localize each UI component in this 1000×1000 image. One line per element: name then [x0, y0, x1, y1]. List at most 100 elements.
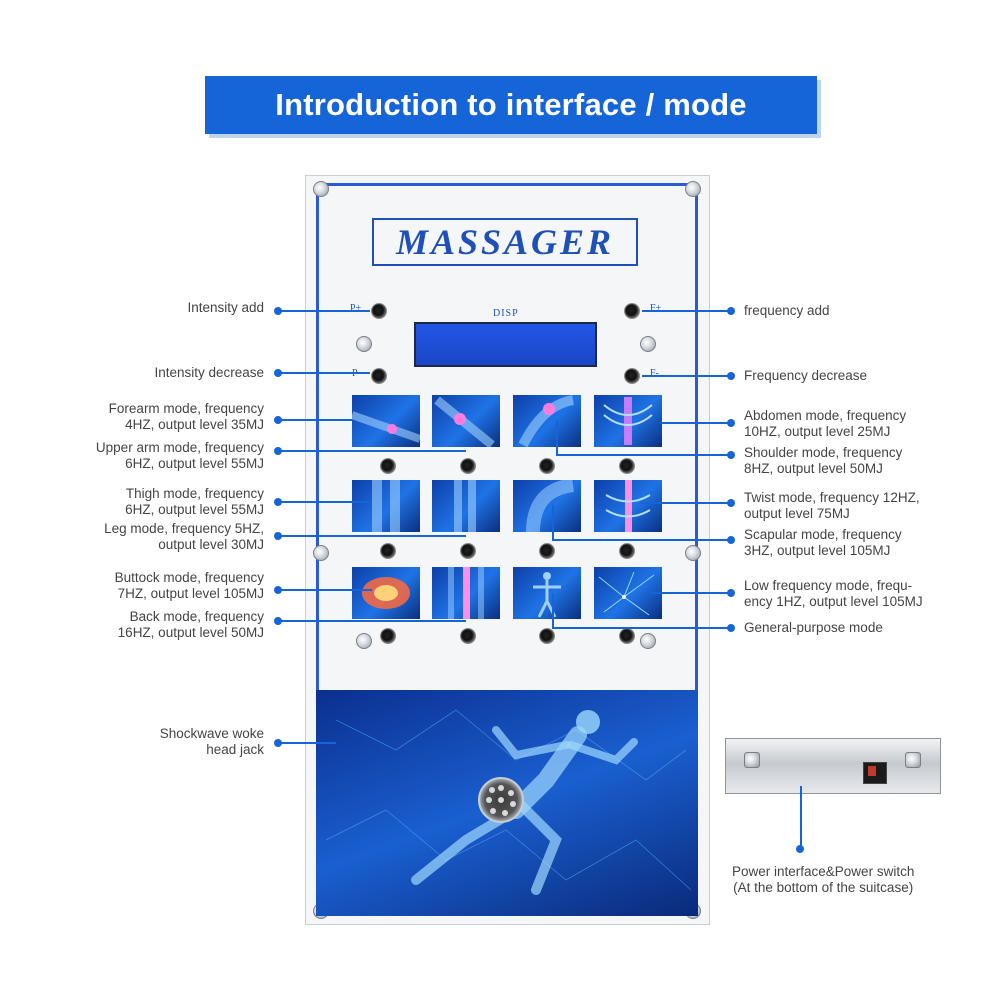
callout-line [552, 627, 730, 629]
callout-line [552, 593, 554, 628]
screw-icon [356, 633, 372, 649]
forearm-mode-image [352, 395, 420, 447]
leg-mode-button[interactable] [460, 543, 476, 559]
screw-icon [356, 336, 372, 352]
brand-text: MASSAGER [395, 222, 615, 262]
callout-dot [727, 419, 735, 427]
page-title: Introduction to interface / mode [275, 87, 747, 122]
abdomen-front-mode-image [513, 395, 581, 447]
f-plus-label: F+ [650, 303, 662, 314]
callout-dot [274, 617, 282, 625]
jack-pin [502, 810, 508, 816]
jack-pin [489, 787, 495, 793]
callout-line [280, 589, 372, 591]
jack-pin [510, 801, 516, 807]
callout-line [280, 535, 466, 537]
callout-line [280, 742, 336, 744]
callout-dot [274, 369, 282, 377]
jack-pin [490, 808, 496, 814]
power-interface-label: Power interface&Power switch(At the bott… [732, 864, 915, 895]
abdomen-mode-button[interactable] [619, 458, 635, 474]
jack-pin [486, 797, 492, 803]
callout-dot [274, 447, 282, 455]
callout-dot [727, 536, 735, 544]
twist-mode-label: Twist mode, frequency 12HZ,output level … [744, 490, 920, 521]
lcd-display [414, 322, 597, 367]
shockwave-head-jack[interactable] [478, 777, 524, 823]
callout-dot [727, 589, 735, 597]
bottom-graphic-panel [316, 690, 698, 916]
callout-line [552, 539, 730, 541]
scapular-mode-image [513, 480, 581, 532]
screw-icon [685, 545, 701, 561]
scapular-mode-button[interactable] [539, 543, 555, 559]
frequency-decrease-label: Frequency decrease [744, 368, 868, 383]
callout-line [556, 454, 730, 456]
jack-pin [498, 797, 504, 803]
callout-line [642, 310, 730, 312]
abdomen-mode-image [594, 395, 662, 447]
p-minus-label: P- [352, 368, 361, 379]
callout-dot [274, 307, 282, 315]
screw-icon [313, 181, 329, 197]
callout-line [280, 419, 352, 421]
callout-dot [727, 307, 735, 315]
buttock-mode-button[interactable] [380, 628, 396, 644]
forearm-mode-button[interactable] [380, 458, 396, 474]
brand-logo: MASSAGER [372, 218, 638, 266]
upper-arm-mode-button[interactable] [460, 458, 476, 474]
callout-line [280, 450, 466, 452]
general-purpose-mode-button[interactable] [539, 628, 555, 644]
frequency-add-button[interactable] [624, 303, 640, 319]
power-switch-indicator [868, 766, 876, 776]
twist-mode-button[interactable] [619, 543, 635, 559]
intensity-decrease-button[interactable] [371, 368, 387, 384]
latch-icon [905, 752, 921, 768]
f-minus-label: F- [650, 368, 659, 379]
title-banner: Introduction to interface / mode [205, 76, 817, 134]
jack-pin [508, 790, 514, 796]
screw-icon [685, 181, 701, 197]
callout-dot [274, 532, 282, 540]
callout-dot [727, 372, 735, 380]
callout-dot [274, 498, 282, 506]
callout-line [642, 375, 730, 377]
thigh-mode-button[interactable] [380, 543, 396, 559]
upper-arm-mode-image [432, 395, 500, 447]
leg-mode-label: Leg mode, frequency 5HZ,output level 30M… [104, 521, 264, 552]
low-frequency-mode-button[interactable] [619, 628, 635, 644]
callout-dot [727, 499, 735, 507]
callout-line [552, 505, 554, 540]
jack-pin [498, 785, 504, 791]
back-mode-button[interactable] [460, 628, 476, 644]
callout-line [800, 786, 802, 848]
back-mode-image [432, 567, 500, 619]
callout-line [280, 310, 370, 312]
thigh-mode-image [352, 480, 420, 532]
latch-icon [744, 752, 760, 768]
frequency-decrease-button[interactable] [624, 368, 640, 384]
p-plus-label: P+ [350, 303, 362, 314]
screw-icon [640, 336, 656, 352]
callout-dot [274, 586, 282, 594]
shoulder-mode-button[interactable] [539, 458, 555, 474]
intensity-decrease-label: Intensity decrease [154, 365, 264, 380]
twist-mode-image [594, 480, 662, 532]
callout-line [650, 592, 730, 594]
callout-line [660, 422, 730, 424]
screw-icon [313, 545, 329, 561]
callout-line [640, 502, 730, 504]
callout-line [280, 620, 466, 622]
intensity-add-button[interactable] [371, 303, 387, 319]
low-frequency-mode-label: Low frequency mode, frequ-ency 1HZ, outp… [744, 578, 923, 609]
display-label: DISP [493, 308, 519, 319]
